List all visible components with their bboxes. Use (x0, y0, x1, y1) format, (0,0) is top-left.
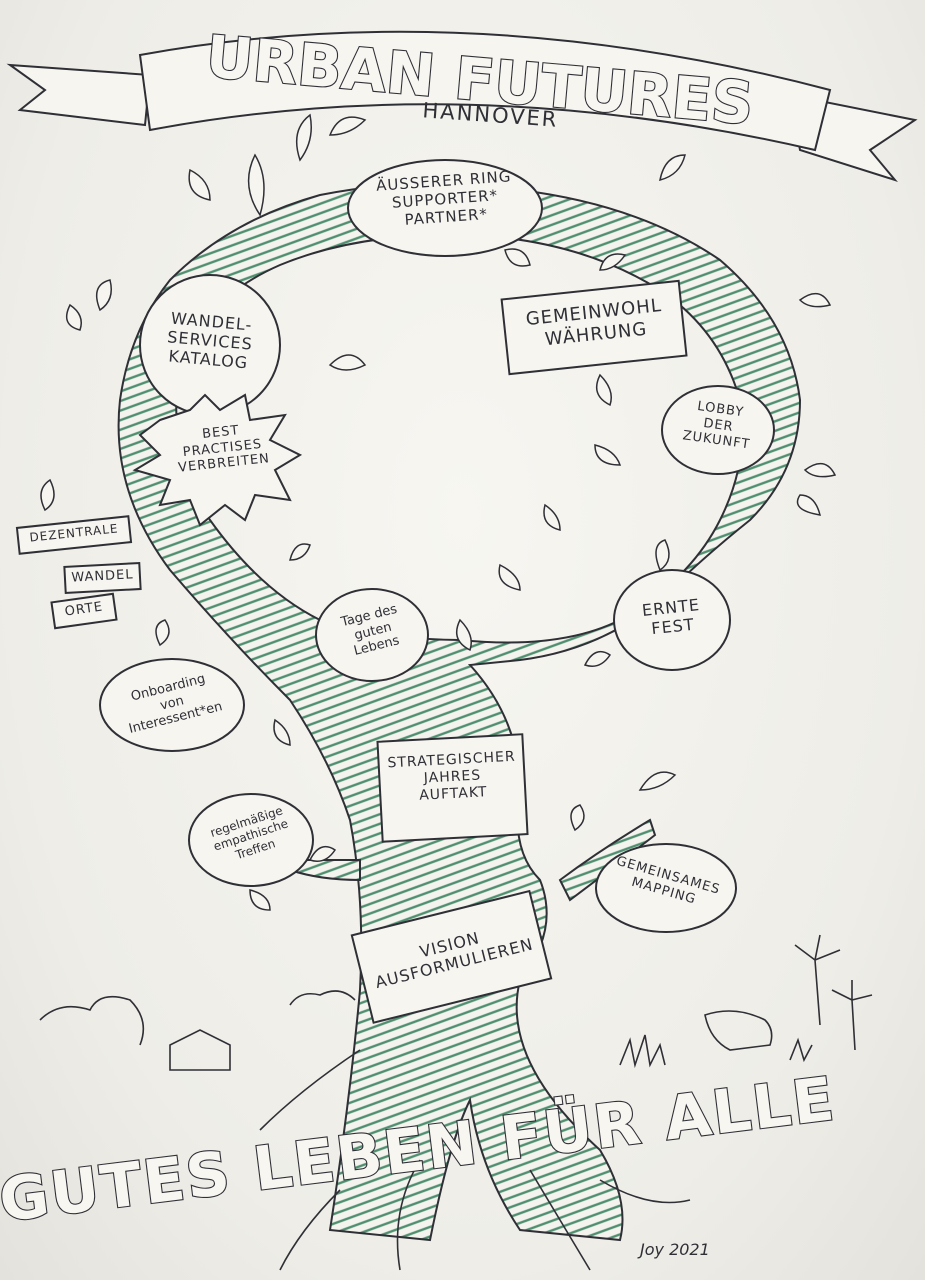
node-strategischer-jahresauftakt: STRATEGISCHER JAHRES AUFTAKT (387, 748, 517, 804)
roots (259, 1049, 691, 1271)
landscape (39, 934, 873, 1071)
node-shapes (15, 159, 775, 1024)
node-wandel-services-katalog: WANDEL- SERVICES KATALOG (166, 308, 254, 373)
signature-text: Joy 2021 (637, 1240, 710, 1259)
tree-body (117, 182, 802, 1242)
title-banner (6, 30, 918, 182)
leaves (40, 113, 837, 911)
